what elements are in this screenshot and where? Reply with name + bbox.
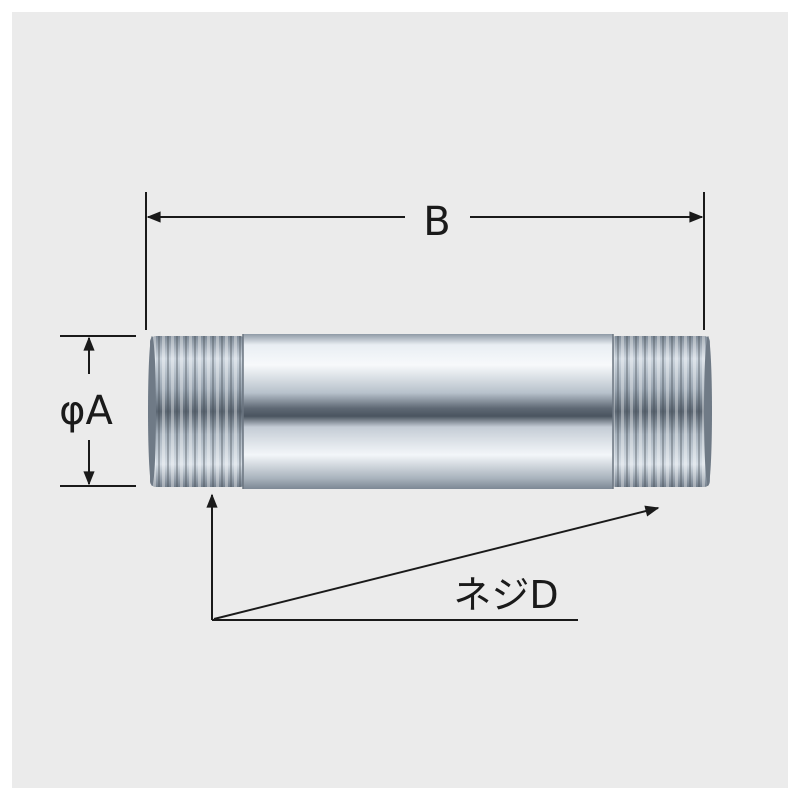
label-thread-d: ネジD [453, 573, 558, 617]
label-a: φA [59, 388, 113, 434]
dimension-a [60, 335, 136, 487]
dimension-b [145, 192, 705, 330]
label-b: B [423, 199, 450, 245]
leader-line-diagonal [213, 505, 660, 620]
thread-callout [206, 493, 660, 621]
pipe-body [243, 334, 613, 489]
pipe-nipple-illustration [148, 334, 712, 489]
